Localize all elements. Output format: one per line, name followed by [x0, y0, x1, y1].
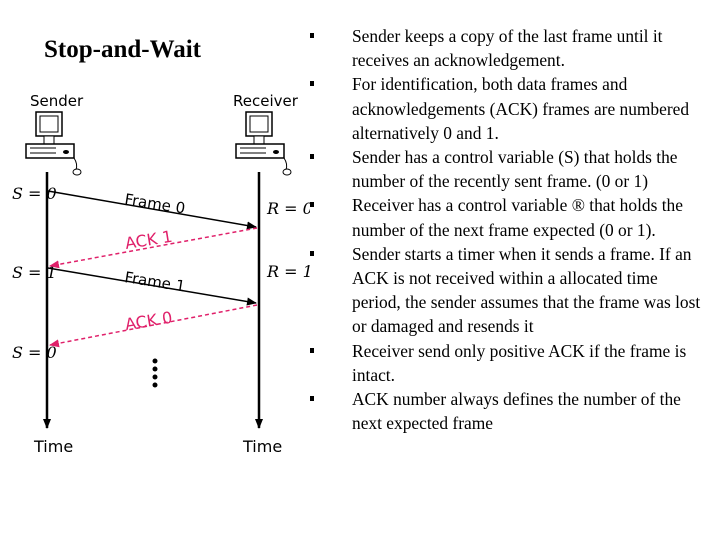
- sender-time-label: Time: [33, 437, 73, 456]
- frame-1-arrow: [47, 267, 257, 306]
- ack-1-arrow: [49, 227, 258, 269]
- bullet-marker: [310, 154, 314, 160]
- bullet-list: Sender keeps a copy of the last frame un…: [310, 24, 708, 435]
- ack-0-arrow: [49, 304, 258, 348]
- sender-state-label: S = 1: [12, 263, 57, 282]
- bullet-item: Sender keeps a copy of the last frame un…: [310, 24, 708, 72]
- frame-0-arrow: [47, 190, 257, 230]
- ack-1-label: ACK 1: [124, 227, 174, 253]
- bullet-item: Sender has a control variable (S) that h…: [310, 145, 708, 193]
- receiver-computer-icon: [235, 111, 292, 176]
- ack-0-label: ACK 0: [124, 308, 174, 334]
- page-title: Stop-and-Wait: [44, 36, 201, 63]
- sender-label: Sender: [30, 92, 84, 110]
- stop-and-wait-diagram: Sender Receiver S = 0 S = 1 S = 0 R = 0 …: [12, 92, 310, 456]
- bullet-item: Receiver send only positive ACK if the f…: [310, 339, 708, 387]
- receiver-time-label: Time: [242, 437, 282, 456]
- bullet-item: Sender starts a timer when it sends a fr…: [310, 242, 708, 339]
- bullet-marker: [310, 81, 314, 87]
- bullet-item: ACK number always defines the number of …: [310, 387, 708, 435]
- frame-0-label: Frame 0: [123, 190, 186, 217]
- continuation-dots: [152, 358, 158, 388]
- receiver-label: Receiver: [233, 92, 299, 110]
- receiver-state-label: R = 0: [266, 199, 310, 218]
- frame-1-label: Frame 1: [123, 268, 186, 295]
- bullet-marker: [310, 33, 314, 38]
- receiver-state-label: R = 1: [266, 262, 310, 281]
- bullet-marker: [310, 347, 314, 353]
- sender-state-label: S = 0: [12, 343, 57, 362]
- bullet-marker: [310, 202, 314, 208]
- sender-computer-icon: [25, 111, 82, 176]
- bullet-item: For identification, both data frames and…: [310, 72, 708, 145]
- bullet-marker: [310, 396, 314, 402]
- sender-state-label: S = 0: [12, 184, 57, 203]
- bullet-item: Receiver has a control variable ® that h…: [310, 193, 708, 241]
- bullet-marker: [310, 250, 314, 256]
